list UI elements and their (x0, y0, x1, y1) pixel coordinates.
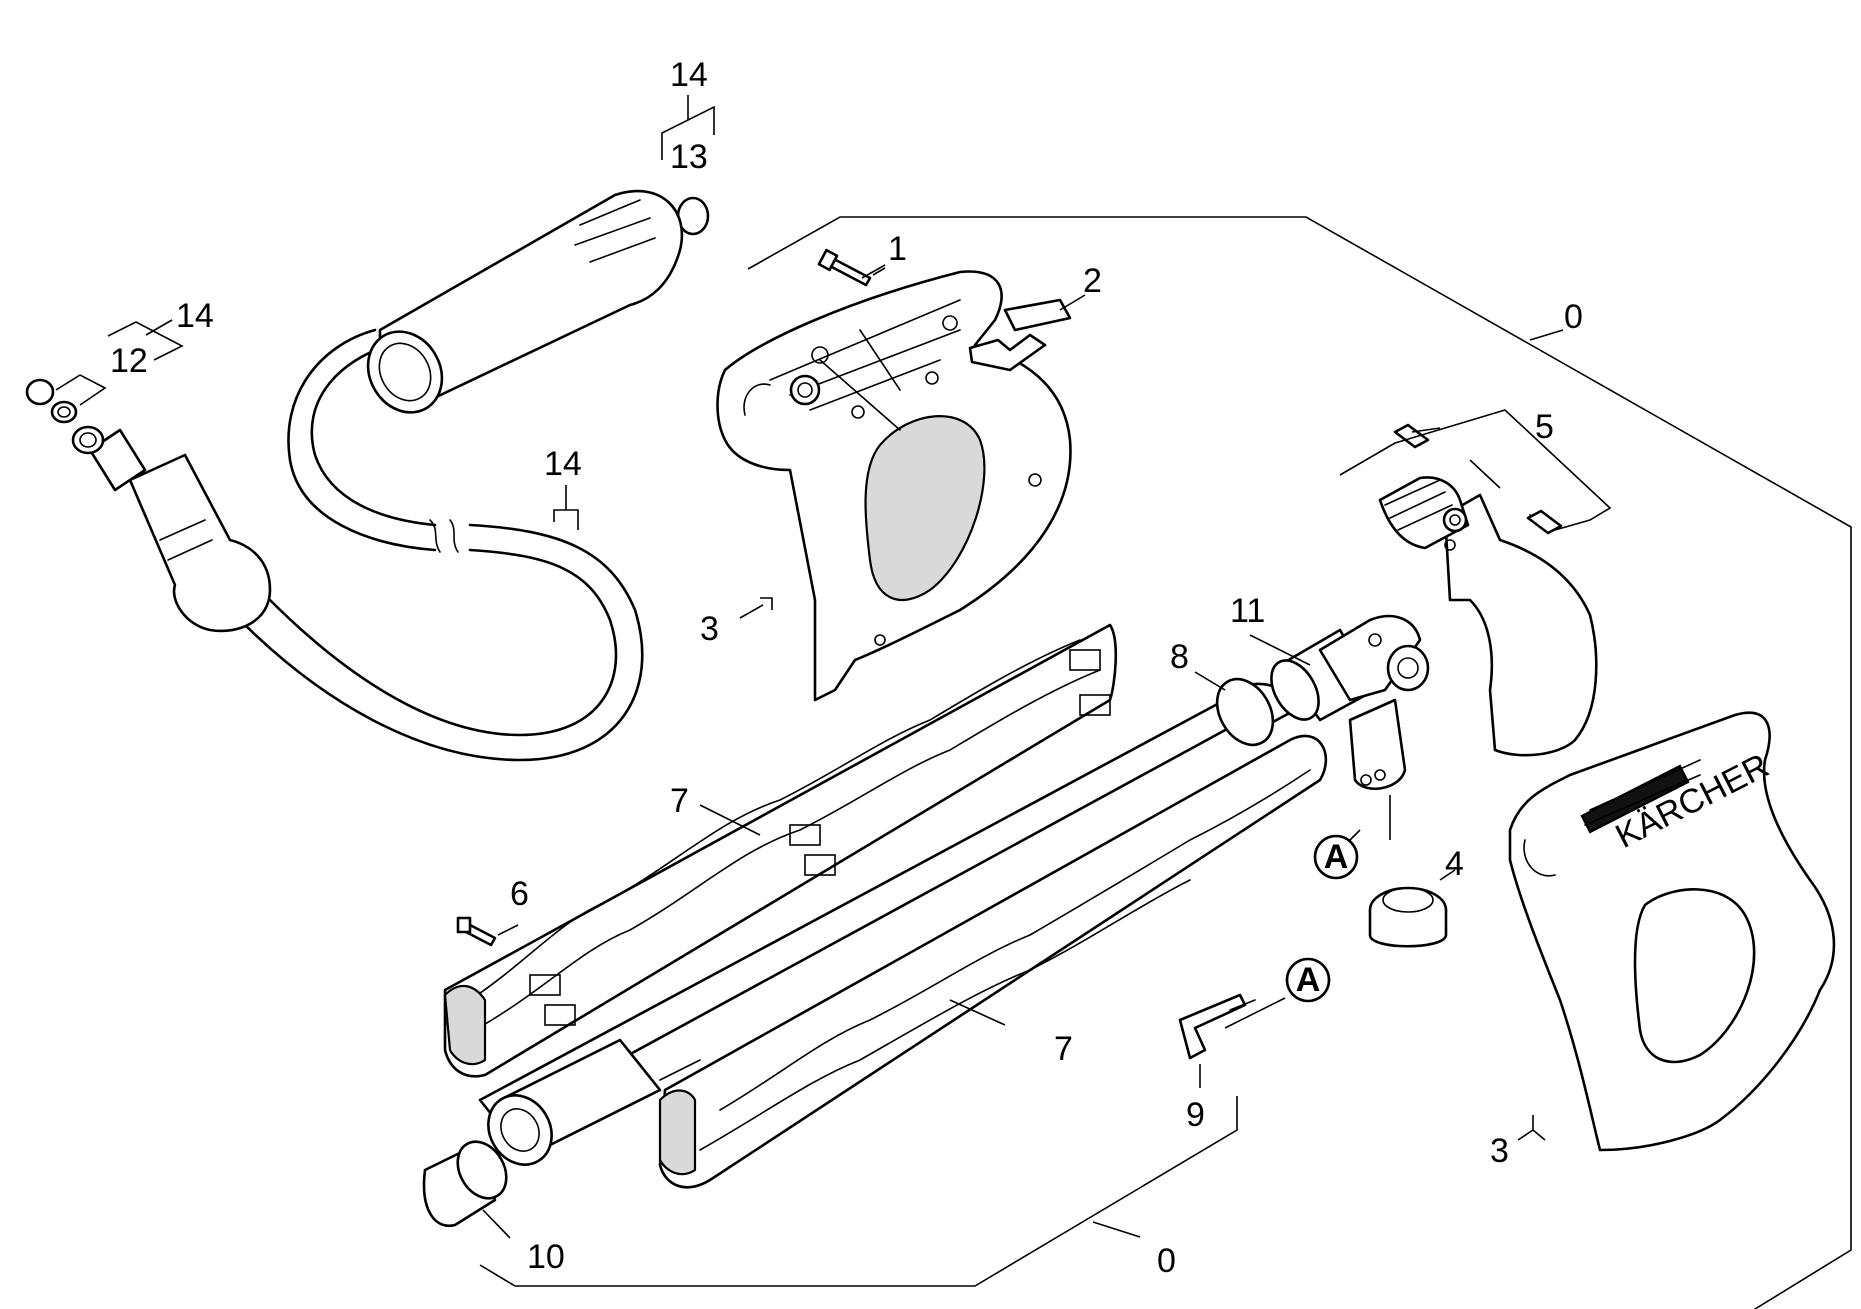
label-2: 2 (1083, 262, 1102, 300)
label-14-left: 14 (176, 297, 214, 335)
trigger-lock-2 (968, 298, 1072, 372)
trigger-5 (1339, 409, 1612, 757)
marker-a-lower: A (1285, 957, 1331, 1003)
housing-half-right: KÄRCHER (1508, 711, 1836, 1152)
label-9: 9 (1186, 1096, 1205, 1134)
screw-6 (456, 916, 519, 947)
label-6: 6 (510, 875, 529, 913)
label-8: 8 (1170, 638, 1189, 676)
shell-half-upper-7 (443, 623, 1118, 1078)
label-10: 10 (527, 1238, 565, 1276)
label-4: 4 (1445, 845, 1464, 883)
label-3-left: 3 (700, 610, 719, 648)
marker-a-upper: A (1313, 834, 1359, 880)
end-cap-10 (422, 1140, 511, 1239)
o-ring-12 (50, 400, 78, 424)
label-12: 12 (110, 342, 148, 380)
label-11: 11 (1230, 592, 1265, 630)
svg-text:A: A (1296, 961, 1321, 999)
screw-1 (817, 248, 886, 287)
label-13: 13 (670, 138, 708, 176)
label-1: 1 (888, 230, 907, 268)
svg-text:A: A (1324, 838, 1349, 876)
lance-pipe (478, 614, 1430, 1166)
label-3-right: 3 (1490, 1132, 1509, 1170)
assembly-boundary-lower (479, 1096, 1238, 1287)
label-14-hose: 14 (544, 445, 582, 483)
bushing-4 (1368, 886, 1448, 948)
hose-assembly (71, 189, 684, 762)
shell-half-lower-7 (658, 734, 1328, 1189)
label-7-top: 7 (670, 782, 689, 820)
housing-half-left (716, 270, 1072, 702)
o-ring-14-left (25, 378, 55, 406)
label-14-top: 14 (670, 56, 708, 94)
label-7-bottom: 7 (1054, 1030, 1073, 1068)
label-5: 5 (1535, 408, 1554, 446)
label-0-bottom: 0 (1157, 1242, 1176, 1280)
assembly-boundary-upper (747, 216, 1852, 1309)
label-0-top: 0 (1564, 298, 1583, 336)
leader-lines (55, 95, 1546, 1141)
clip-9 (1178, 993, 1256, 1060)
